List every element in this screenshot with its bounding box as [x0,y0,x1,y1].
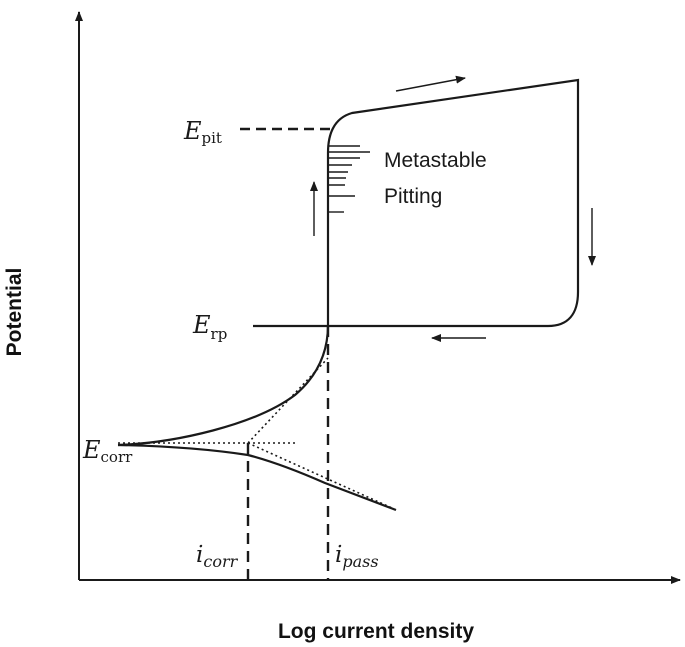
metastable-transients [328,145,370,213]
anodic-curve [117,324,330,447]
metastable-label: Metastable [384,149,487,172]
x-axis-title: Log current density [278,620,474,643]
i-pass-label: ipass [335,542,379,571]
e-rp-label: Erp [192,311,227,343]
y-axis-title: Potential [3,268,26,357]
arrow-forward-scan [395,75,466,92]
pitting-label: Pitting [384,185,442,208]
e-corr-label: Ecorr [82,436,133,466]
hysteresis-loop [253,78,580,328]
i-corr-label: icorr [196,542,239,571]
e-pit-label: Epit [183,117,222,147]
tafel-extrapolations [118,357,393,509]
cathodic-curve [117,443,397,512]
